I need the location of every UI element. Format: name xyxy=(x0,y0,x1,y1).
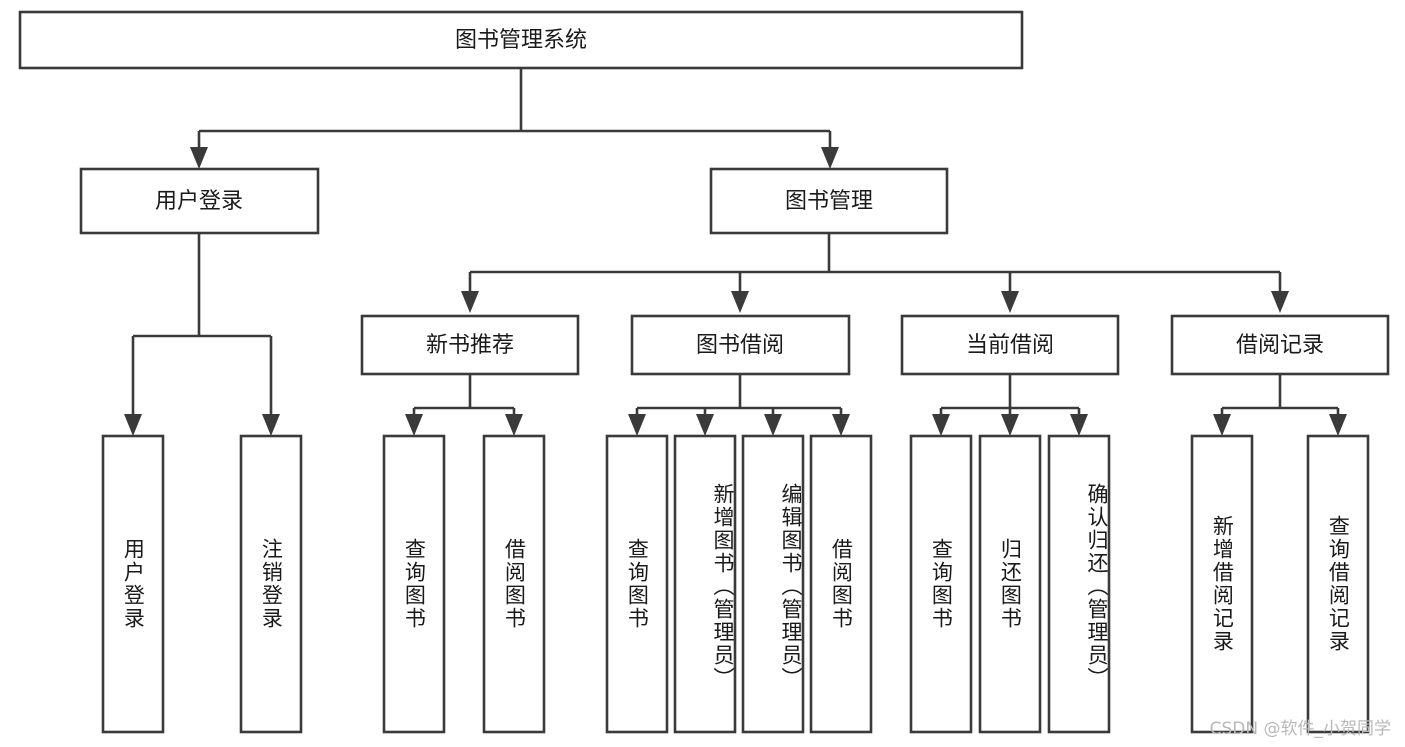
node-new-book-recommend-label: 新书推荐 xyxy=(426,333,514,358)
node-new-book-recommend[interactable]: 新书推荐 xyxy=(360,314,580,376)
leaf-box-borrow-book-recommend[interactable] xyxy=(482,434,546,734)
leaf-box-query-book-borrow[interactable] xyxy=(605,434,669,734)
arrow-head-icon xyxy=(190,147,208,169)
node-current-borrow-label: 当前借阅 xyxy=(966,333,1054,358)
leaf-box-borrow-book[interactable] xyxy=(809,434,873,734)
arrow-head-icon xyxy=(1070,414,1088,436)
arrow-head-icon xyxy=(405,414,423,436)
arrow-head-icon xyxy=(124,414,142,436)
arrow-head-icon xyxy=(1001,291,1019,313)
node-current-borrow-box[interactable] xyxy=(900,314,1120,376)
node-root-box[interactable] xyxy=(18,10,1024,70)
arrow-head-icon xyxy=(505,414,523,436)
leaf-box-query-book-current[interactable] xyxy=(909,434,973,734)
connector-root-to-level2 xyxy=(190,68,839,169)
node-user-login-box[interactable] xyxy=(79,167,320,235)
node-new-book-recommend-box[interactable] xyxy=(360,314,580,376)
connector-book-management-to-level3 xyxy=(461,233,1289,313)
connector-new-book-recommend-to-leaves xyxy=(405,374,523,436)
arrow-head-icon xyxy=(461,291,479,313)
arrow-head-icon xyxy=(1329,414,1347,436)
node-book-management[interactable]: 图书管理 xyxy=(709,167,949,235)
node-current-borrow[interactable]: 当前借阅 xyxy=(900,314,1120,376)
arrow-head-icon xyxy=(696,414,714,436)
connector-current-borrow-to-leaves xyxy=(932,374,1088,436)
leaf-box-add-book-admin[interactable] xyxy=(673,434,737,734)
leaf-box-query-book-recommend[interactable] xyxy=(382,434,446,734)
node-user-login[interactable]: 用户登录 xyxy=(79,167,320,235)
arrow-head-icon xyxy=(1271,291,1289,313)
arrow-head-icon xyxy=(731,291,749,313)
leaf-box-add-borrow-record[interactable] xyxy=(1190,434,1254,734)
arrow-head-icon xyxy=(832,414,850,436)
arrow-head-icon xyxy=(1213,414,1231,436)
node-book-borrow[interactable]: 图书借阅 xyxy=(630,314,851,376)
arrow-head-icon xyxy=(262,414,280,436)
node-root[interactable]: 图书管理系统 xyxy=(18,10,1024,70)
node-root-label: 图书管理系统 xyxy=(455,28,587,53)
node-book-borrow-label: 图书借阅 xyxy=(696,333,784,358)
leaf-box-edit-book-admin[interactable] xyxy=(741,434,805,734)
node-book-management-label: 图书管理 xyxy=(785,189,873,214)
connector-user-login-to-leaves xyxy=(124,233,280,436)
csdn-watermark: CSDN @软件_小贺同学 xyxy=(1209,719,1391,739)
leaf-box-confirm-return-admin[interactable] xyxy=(1047,434,1111,734)
arrow-head-icon xyxy=(821,147,839,169)
connector-borrow-record-to-leaves xyxy=(1213,374,1347,436)
node-borrow-record[interactable]: 借阅记录 xyxy=(1170,314,1390,376)
arrow-head-icon xyxy=(628,414,646,436)
leaf-box-query-borrow-record[interactable] xyxy=(1306,434,1370,734)
arrow-head-icon xyxy=(764,414,782,436)
leaf-box-user-login[interactable] xyxy=(101,434,165,734)
leaf-box-return-book[interactable] xyxy=(978,434,1042,734)
connector-book-borrow-to-leaves xyxy=(628,374,850,436)
node-user-login-label: 用户登录 xyxy=(155,189,243,214)
arrow-head-icon xyxy=(932,414,950,436)
node-borrow-record-label: 借阅记录 xyxy=(1236,333,1324,358)
arrow-head-icon xyxy=(1001,414,1019,436)
leaf-box-logout[interactable] xyxy=(239,434,303,734)
